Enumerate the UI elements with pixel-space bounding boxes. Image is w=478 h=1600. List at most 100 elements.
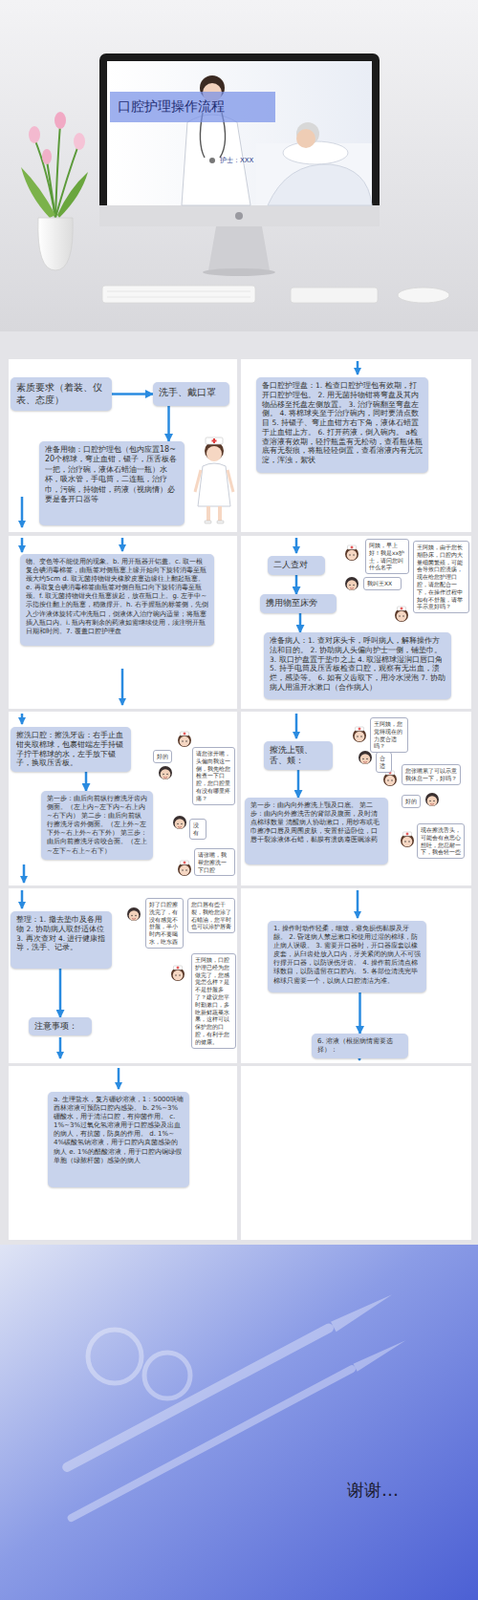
top-backdrop <box>0 0 478 332</box>
speaker-heads <box>171 966 185 982</box>
monitor <box>99 205 380 227</box>
node-text: 准备病人：1. 查对床头卡，呼叫病人，解释操作方法和目的。 2. 协助病人头偏向… <box>269 636 446 694</box>
speaker-heads <box>127 908 141 922</box>
closing-photo <box>87 1330 142 1385</box>
patient-photo <box>256 122 372 206</box>
keyboard-and-mouse <box>107 297 251 299</box>
closing-photo <box>352 1338 408 1373</box>
panel-grid <box>240 1066 472 1241</box>
process-box: 洗手、戴口罩 <box>152 382 230 407</box>
speech-bubble: 王阿姨，由于您长期卧床，口腔内大量细菌繁殖，可能会导致口腔溃疡，现在给您护理口腔… <box>412 541 470 614</box>
flow-arrow <box>299 613 303 633</box>
speaker-heads <box>177 732 192 748</box>
flower-vase <box>57 172 88 218</box>
node-text: 没有 <box>193 822 203 838</box>
speaker-heads <box>173 816 187 830</box>
panel-grid <box>8 889 238 1065</box>
title-band: 口腔护理操作流程 <box>109 91 276 123</box>
flow-arrow-stub <box>121 538 125 552</box>
flow-arrow-stub <box>356 361 360 375</box>
speaker-heads <box>383 771 397 787</box>
process-box: 物、变色等不能使用的现象。b. 用开瓶器开铝盖。c. 取一根复合碘消毒棉签，由瓶… <box>20 554 215 647</box>
monitor <box>202 268 276 277</box>
speech-bubble: 王阿姨，口腔护理已经为您做完了，您感觉怎么样？是不是舒服多了？建议您平时勤漱口，… <box>191 954 237 1050</box>
node-text: 准备用物：口腔护理包（包内应置18~20个棉球，弯止血钳，镊子，压舌板各一把，治… <box>44 445 179 505</box>
keyboard-and-mouse <box>397 287 450 304</box>
node-text: 二人查对 <box>273 560 320 572</box>
monitor <box>99 53 380 277</box>
speaker-heads <box>158 766 173 781</box>
node-text: 请您张开嘴，头偏向我这一侧，我先给您检查一下口腔，您口腔里有没有哪里疼痛？ <box>195 750 232 804</box>
speech-bubble: 好的 <box>401 795 421 809</box>
keyboard-and-mouse <box>102 285 450 304</box>
nurse-photo <box>209 157 216 164</box>
node-text: 携用物至床旁 <box>265 598 331 610</box>
speaker-heads <box>177 861 192 877</box>
node-text: 王阿姨，您觉得现在的力度合适吗？ <box>373 720 405 751</box>
flower-vase <box>21 167 56 218</box>
process-box: 素质要求（着装、仪表、态度） <box>10 377 112 412</box>
flow-arrow-stub <box>22 865 26 884</box>
nurse-figure <box>206 506 211 522</box>
closing-photo <box>87 1330 191 1400</box>
speech-bubble: 没有 <box>189 819 207 841</box>
node-text: 擦洗口腔：擦洗牙齿：右手止血钳夹取棉球，包裹钳端左手持镊子拧干棉球的水，左手放下… <box>16 731 126 769</box>
speech-bubble: 阿姨，早上好！我是xx护士，请问您叫什么名字 <box>365 539 410 575</box>
speech-bubble: 好的 <box>152 750 173 764</box>
monitor <box>107 61 372 206</box>
patient-photo <box>282 141 348 165</box>
closing-photo <box>144 1353 191 1400</box>
speaker-heads <box>352 727 367 743</box>
speaker-heads <box>345 545 359 562</box>
process-box: 第一步：由内向外擦洗上颚及口底。 第二步：由内向外擦洗舌的背部及腹面，及时清点棉… <box>244 798 389 866</box>
process-box: 二人查对 <box>267 556 326 576</box>
patient-photo <box>267 164 372 206</box>
process-box: a. 生理盐水，复方硼砂溶液，1：5000呋喃西林溶液可预防口腔内感染。 b. … <box>47 1092 190 1189</box>
process-box: 1. 操作时动作轻柔，细致，避免损伤黏膜及牙龈。 2. 昏迷病人禁忌漱口和使用过… <box>267 921 427 994</box>
nurse-figure <box>195 470 201 493</box>
speaker-heads <box>358 751 372 765</box>
node-text: 我叫王XX <box>367 580 398 588</box>
process-box: 准备病人：1. 查对床头卡，呼叫病人，解释操作方法和目的。 2. 协助病人头偏向… <box>263 632 452 700</box>
flower-vase <box>54 111 66 130</box>
flow-arrow <box>297 770 301 799</box>
patient-photo <box>296 129 316 149</box>
process-box: 整理：1. 撤去垫巾及各用物 2. 协助病人取舒适体位 3. 再次查对 4. 进… <box>10 912 112 970</box>
nurse-figure <box>204 521 212 524</box>
panel-grid <box>240 712 472 887</box>
node-text: 您张嘴累了可以示意我休息一下，好吗？ <box>405 767 457 783</box>
node-text: 阿姨，早上好！我是xx护士，请问您叫什么名字 <box>369 542 406 572</box>
node-text: 好的 <box>405 798 417 806</box>
flow-arrow <box>358 993 362 1035</box>
node-text: 物、变色等不能使用的现象。b. 用开瓶器开铝盖。c. 取一根复合碘消毒棉签，由瓶… <box>25 558 209 637</box>
flow-arrow-stub <box>21 497 24 528</box>
flow-arrow-stub <box>21 890 24 910</box>
speech-bubble: 现在擦洗舌头，可能会有点恶心想吐，您忍耐一下，我会轻一些 <box>416 824 465 860</box>
flower-vase <box>42 149 52 165</box>
process-box: 携用物至床旁 <box>260 594 337 614</box>
closing-photo <box>330 1291 395 1333</box>
keyboard-and-mouse <box>290 287 378 304</box>
flow-arrow-stub <box>121 669 125 706</box>
nurse-figure <box>206 446 222 462</box>
node-text: 您口唇有些干裂，我给您涂了石蜡油，您平时也可以涂护唇膏 <box>191 901 232 932</box>
panel-grid <box>8 1066 238 1241</box>
node-text: 注意事项： <box>34 1021 87 1033</box>
keyboard-and-mouse <box>107 291 251 293</box>
nurse-figure <box>205 437 223 445</box>
speech-bubble: 合适 <box>375 752 392 774</box>
speaker-heads <box>394 607 409 623</box>
flow-arrow-stub <box>59 1038 63 1060</box>
closing-photo <box>43 1291 417 1526</box>
speech-bubble: 您张嘴累了可以示意我休息一下，好吗？ <box>401 764 461 786</box>
flow-arrow <box>59 969 63 1019</box>
nurse-figure <box>227 470 234 493</box>
speech-bubble: 您口唇有些干裂，我给您涂了石蜡油，您平时也可以涂护唇膏 <box>187 898 236 935</box>
node-text: 6. 溶液（根据病情需要选择）： <box>317 1038 403 1056</box>
panel-grid <box>240 889 472 1065</box>
speech-bubble: 我叫王XX <box>363 577 402 591</box>
nurse-figure <box>195 437 234 524</box>
node-text: 擦洗上颚、舌、颊： <box>269 745 327 767</box>
process-box: 注意事项： <box>28 1018 92 1037</box>
speech-bubble: 王阿姨，您觉得现在的力度合适吗？ <box>369 717 409 754</box>
